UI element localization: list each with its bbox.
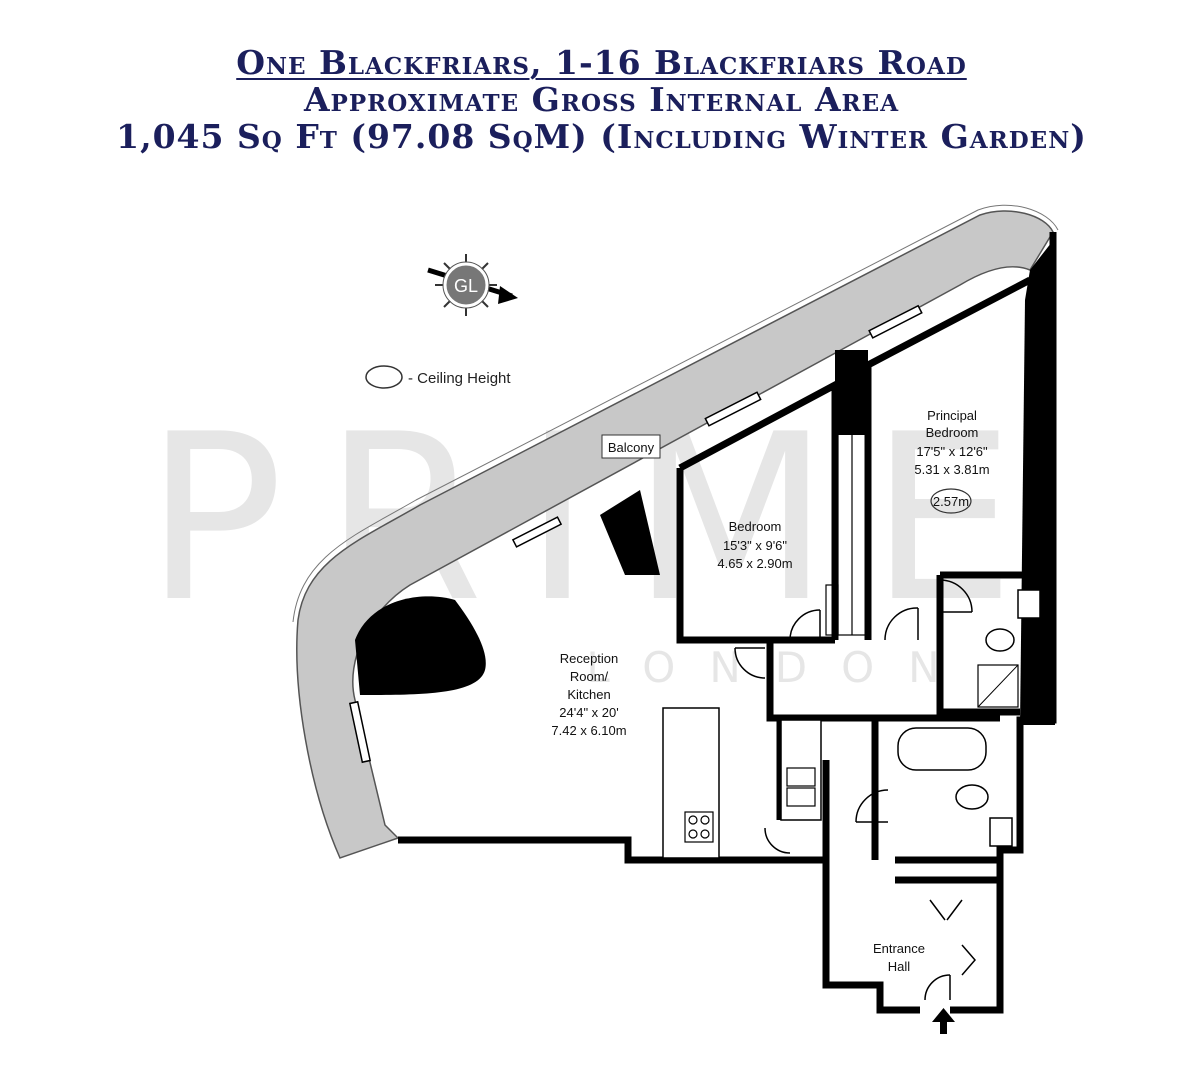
ceiling-height-icon <box>930 488 972 514</box>
room-name: Entrance <box>873 941 925 956</box>
legend-label: - Ceiling Height <box>408 370 511 387</box>
room-name: Kitchen <box>567 687 610 702</box>
ceiling-height-value: 2.57m <box>933 494 969 509</box>
door-swings <box>734 579 976 1001</box>
hob-icon <box>684 811 714 843</box>
room-principal-bedroom: Principal Bedroom 17'5" x 12'6" 5.31 x 3… <box>914 408 990 514</box>
balcony-label: Balcony <box>608 440 655 455</box>
room-name: Reception <box>560 651 619 666</box>
column <box>1020 238 1055 725</box>
balcony-area <box>296 210 1054 859</box>
room-dimensions-metric: 5.31 x 3.81m <box>914 462 989 477</box>
kitchen-counter <box>780 719 822 821</box>
room-bedroom: Bedroom 15'3" x 9'6" 4.65 x 2.90m <box>717 519 792 571</box>
compass-label: GL <box>454 276 478 296</box>
title-area-value: 1,045 Sq Ft (97.08 SqM) (Including Winte… <box>116 117 1087 156</box>
room-name: Principal <box>927 408 977 423</box>
kitchen-island <box>662 707 720 859</box>
room-dimensions-imperial: 15'3" x 9'6" <box>723 538 787 553</box>
title-area-heading: Approximate Gross Internal Area <box>303 80 900 119</box>
title-address: One Blackfriars, 1-16 Blackfriars Road <box>236 43 967 82</box>
column <box>600 490 660 575</box>
wardrobes <box>825 399 867 636</box>
room-dimensions-imperial: 17'5" x 12'6" <box>916 444 988 459</box>
sink-icon <box>786 767 816 807</box>
room-dimensions-metric: 7.42 x 6.10m <box>551 723 626 738</box>
toilet-icon <box>955 784 989 810</box>
room-name: Room/ <box>570 669 609 684</box>
windows <box>348 304 923 764</box>
column <box>355 596 486 695</box>
entrance-arrow-icon <box>932 1008 955 1034</box>
watermark-sub: LONDON <box>586 643 973 692</box>
title-block: One Blackfriars, 1-16 Blackfriars Road A… <box>0 44 1203 155</box>
room-dimensions-imperial: 24'4" x 20' <box>559 705 618 720</box>
toilet-icon <box>985 628 1015 652</box>
bathtub-icon <box>897 727 987 771</box>
room-dimensions-metric: 4.65 x 2.90m <box>717 556 792 571</box>
room-name: Hall <box>888 959 911 974</box>
room-reception-kitchen: Reception Room/ Kitchen 24'4" x 20' 7.42… <box>551 651 626 738</box>
compass-icon: GL <box>427 254 518 316</box>
room-name: Bedroom <box>729 519 782 534</box>
basin-icon <box>989 817 1013 847</box>
ceiling-height-legend-icon <box>365 365 403 389</box>
room-name: Bedroom <box>926 425 979 440</box>
basin-icon <box>1017 589 1041 619</box>
room-entrance-hall: Entrance Hall <box>873 941 925 974</box>
